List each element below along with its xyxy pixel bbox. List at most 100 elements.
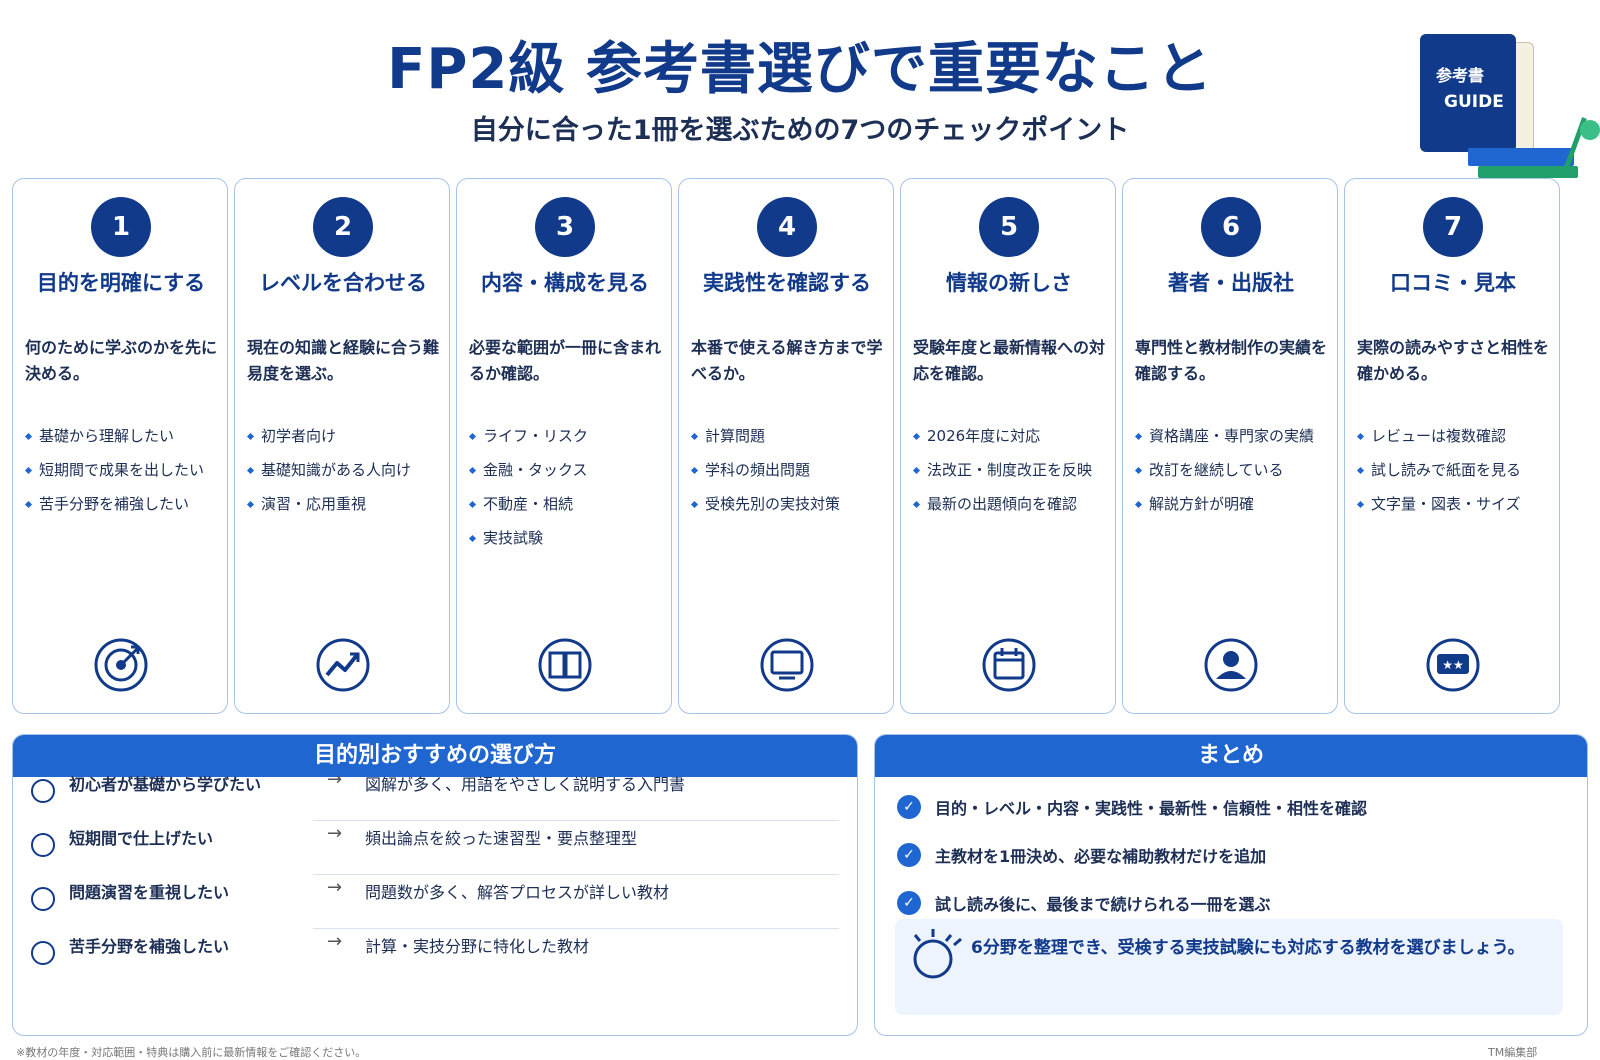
card-point: 基礎から理解したい xyxy=(25,425,225,459)
checkpoint-card-3: 3 内容・構成を見る 必要な範囲が一冊に含まれるか確認。 ライフ・リスク 金融・… xyxy=(456,178,672,714)
summary-point-text: 主教材を1冊決め、必要な補助教材だけを追加 xyxy=(935,847,1267,866)
recommendation-desc: 問題数が多く、解答プロセスが詳しい教材 xyxy=(365,883,670,902)
card-description: 本番で使える解き方まで学べるか。 xyxy=(691,338,883,383)
recommendation-desc: 頻出論点を絞った速習型・要点整理型 xyxy=(365,829,638,848)
card-point: 苦手分野を補強したい xyxy=(25,493,225,527)
card-description: 受験年度と最新情報への対応を確認。 xyxy=(913,338,1106,383)
recommendation-desc: 計算・実技分野に特化した教材 xyxy=(365,937,590,956)
summary-heading: まとめ xyxy=(875,735,1587,777)
circle-bullet-icon xyxy=(31,887,55,911)
card-point: 最新の出題傾向を確認 xyxy=(913,493,1113,527)
guide-label-2: GUIDE xyxy=(1444,92,1504,112)
card-point-list: 資格講座・専門家の実績 改訂を継続している 解説方針が明確 xyxy=(1135,425,1335,527)
card-point: 短期間で成果を出したい xyxy=(25,459,225,493)
check-circle-icon: ✓ xyxy=(897,795,921,819)
card-point: 試し読みで紙面を見る xyxy=(1357,459,1557,493)
summary-point: ✓ 主教材を1冊決め、必要な補助教材だけを追加 xyxy=(897,839,1577,879)
recommendation-desc: 図解が多く、用語をやさしく説明する入門書 xyxy=(365,775,686,794)
card-point: 基礎知識がある人向け xyxy=(247,459,447,493)
summary-point-text: 試し読み後に、最後まで続けられる一冊を選ぶ xyxy=(935,895,1271,914)
page-title: FP2級 参考書選びで重要なこと xyxy=(387,37,1213,102)
tip-box: 6分野を整理でき、受検する実技試験にも対応する教材を選びましょう。 xyxy=(895,919,1563,1015)
recommendation-row: 短期間で仕上げたい → 頻出論点を絞った速習型・要点整理型 xyxy=(31,819,839,875)
card-point: 資格講座・専門家の実績 xyxy=(1135,425,1335,459)
recommendation-label: 苦手分野を補強したい xyxy=(69,937,230,956)
card-point: 不動産・相続 xyxy=(469,493,669,527)
row-divider xyxy=(313,874,839,875)
step-number-badge: 6 xyxy=(1201,197,1261,257)
recommendation-panel: 目的別おすすめの選び方 初心者が基礎から学びたい → 図解が多く、用語をやさしく… xyxy=(12,734,858,1036)
card-title: レベルを合わせる xyxy=(259,271,427,295)
checkpoint-card-5: 5 情報の新しさ 受験年度と最新情報への対応を確認。 2026年度に対応 法改正… xyxy=(900,178,1116,714)
check-circle-icon: ✓ xyxy=(897,891,921,915)
circle-bullet-icon xyxy=(31,941,55,965)
page-subtitle: 自分に合った1冊を選ぶための7つのチェックポイント xyxy=(470,115,1130,146)
card-title: 内容・構成を見る xyxy=(481,271,649,295)
footer-note: ※教材の年度・対応範囲・特典は購入前に最新情報をご確認ください。 xyxy=(16,1046,367,1059)
summary-point-text: 目的・レベル・内容・実践性・最新性・信頼性・相性を確認 xyxy=(935,799,1368,818)
card-description: 実際の読みやすさと相性を確かめる。 xyxy=(1357,338,1550,383)
card-point: 計算問題 xyxy=(691,425,891,459)
svg-text:★★: ★★ xyxy=(1442,658,1464,672)
step-number-badge: 4 xyxy=(757,197,817,257)
calendar-icon xyxy=(982,638,1036,692)
book-stack-blue xyxy=(1468,148,1574,166)
footer-credit: TM編集部 xyxy=(1488,1046,1538,1059)
check-circle-icon: ✓ xyxy=(897,843,921,867)
step-number-badge: 3 xyxy=(535,197,595,257)
monitor-icon xyxy=(760,638,814,692)
pen-tip xyxy=(1580,120,1600,140)
recommendation-row: 初心者が基礎から学びたい → 図解が多く、用語をやさしく説明する入門書 xyxy=(31,765,839,821)
card-point-list: 2026年度に対応 法改正・制度改正を反映 最新の出題傾向を確認 xyxy=(913,425,1113,527)
card-point: 金融・タックス xyxy=(469,459,669,493)
summary-point: ✓ 目的・レベル・内容・実践性・最新性・信頼性・相性を確認 xyxy=(897,791,1577,831)
card-point: 文字量・図表・サイズ xyxy=(1357,493,1557,527)
card-point: 受検先別の実技対策 xyxy=(691,493,891,527)
circle-bullet-icon xyxy=(31,833,55,857)
card-point: 改訂を継続している xyxy=(1135,459,1335,493)
summary-point: ✓ 試し読み後に、最後まで続けられる一冊を選ぶ xyxy=(897,887,1577,927)
step-number-badge: 7 xyxy=(1423,197,1483,257)
recommendation-heading: 目的別おすすめの選び方 xyxy=(13,735,857,777)
checkpoint-card-1: 1 目的を明確にする 何のために学ぶのかを先に決める。 基礎から理解したい 短期… xyxy=(12,178,228,714)
card-point: 解説方針が明確 xyxy=(1135,493,1335,527)
card-point-list: 計算問題 学科の頻出問題 受検先別の実技対策 xyxy=(691,425,891,527)
recommendation-row: 問題演習を重視したい → 問題数が多く、解答プロセスが詳しい教材 xyxy=(31,873,839,929)
recommendation-label: 問題演習を重視したい xyxy=(69,883,230,902)
card-point: 演習・応用重視 xyxy=(247,493,447,527)
book-icon: 参考書 GUIDE xyxy=(1420,34,1516,152)
recommendation-row: 苦手分野を補強したい → 計算・実技分野に特化した教材 xyxy=(31,927,839,983)
card-description: 専門性と教材制作の実績を確認する。 xyxy=(1135,338,1328,383)
checkpoint-card-2: 2 レベルを合わせる 現在の知識と経験に合う難易度を選ぶ。 初学者向け 基礎知識… xyxy=(234,178,450,714)
card-title: 実践性を確認する xyxy=(703,271,871,295)
card-point: 初学者向け xyxy=(247,425,447,459)
card-description: 現在の知識と経験に合う難易度を選ぶ。 xyxy=(247,338,440,383)
person-icon xyxy=(1204,638,1258,692)
card-point-list: 初学者向け 基礎知識がある人向け 演習・応用重視 xyxy=(247,425,447,527)
checkpoint-card-6: 6 著者・出版社 専門性と教材制作の実績を確認する。 資格講座・専門家の実績 改… xyxy=(1122,178,1338,714)
guide-book-illustration: 参考書 GUIDE xyxy=(1420,32,1600,182)
target-icon xyxy=(94,638,148,692)
guide-label-1: 参考書 xyxy=(1436,66,1485,85)
row-divider xyxy=(313,928,839,929)
open-book-icon xyxy=(538,638,592,692)
arrow-right-icon: → xyxy=(327,931,343,952)
card-title: 情報の新しさ xyxy=(946,271,1072,295)
card-title: 目的を明確にする xyxy=(36,271,206,295)
card-point-list: ライフ・リスク 金融・タックス 不動産・相続 実技試験 xyxy=(469,425,669,561)
recommendation-label: 初心者が基礎から学びたい xyxy=(69,775,262,794)
checkpoint-cards: 1 目的を明確にする 何のために学ぶのかを先に決める。 基礎から理解したい 短期… xyxy=(12,178,1588,716)
step-number-badge: 5 xyxy=(979,197,1039,257)
card-title: 口コミ・見本 xyxy=(1390,271,1516,295)
card-description: 何のために学ぶのかを先に決める。 xyxy=(25,338,218,383)
tip-text: 6分野を整理でき、受検する実技試験にも対応する教材を選びましょう。 xyxy=(971,938,1525,958)
circle-bullet-icon xyxy=(31,779,55,803)
card-point: ライフ・リスク xyxy=(469,425,669,459)
row-divider xyxy=(313,820,839,821)
card-point: 実技試験 xyxy=(469,527,669,561)
checkpoint-card-4: 4 実践性を確認する 本番で使える解き方まで学べるか。 計算問題 学科の頻出問題… xyxy=(678,178,894,714)
card-description: 必要な範囲が一冊に含まれるか確認。 xyxy=(469,338,662,383)
card-point: 2026年度に対応 xyxy=(913,425,1113,459)
card-point: 学科の頻出問題 xyxy=(691,459,891,493)
book-stack-green xyxy=(1478,166,1578,178)
